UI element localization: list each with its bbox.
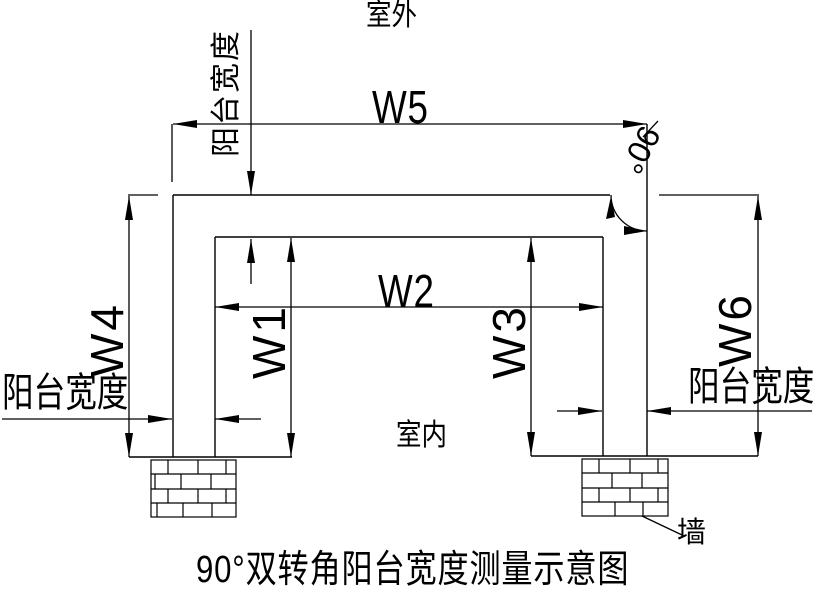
- w6-arrow-top: [754, 196, 762, 220]
- dim-label-w6: W6: [709, 292, 761, 367]
- balcony-outline: [129, 124, 758, 458]
- w4-arrow-top: [125, 196, 133, 220]
- drawing-title: 90°双转角阳台宽度测量示意图: [196, 549, 630, 591]
- w2-arrow-left: [215, 303, 239, 311]
- outdoor-label: 室外: [366, 0, 417, 32]
- dimension-arrows: [125, 120, 762, 457]
- angle-arc-arrow-top: [606, 196, 615, 219]
- w3-arrow-top: [527, 238, 535, 262]
- w1-arrow-bottom: [287, 433, 295, 457]
- balcony-width-label-left: 阳台宽度: [2, 371, 129, 415]
- w5-arrow-right: [623, 120, 647, 128]
- w5-arrow-left: [173, 120, 197, 128]
- angle-dim-arc: [610, 194, 648, 232]
- left-balcony-arrow-a: [148, 415, 172, 423]
- dim-label-w1: W1: [243, 304, 295, 379]
- dim-label-w4: W4: [81, 302, 133, 377]
- balcony-width-label-right: 阳台宽度: [688, 365, 815, 409]
- dim-label-w2: W2: [378, 265, 435, 317]
- right-wall-brick: [581, 458, 669, 517]
- top-balcony-arrow-down: [247, 171, 255, 195]
- w5-oblique-tick: [642, 120, 659, 138]
- right-balcony-arrow-a: [578, 407, 602, 415]
- wall-label: 墙: [677, 517, 707, 549]
- w6-arrow-bottom: [754, 432, 762, 456]
- balcony-width-label-top: 阳台宽度: [210, 29, 243, 157]
- w1-arrow-top: [287, 238, 295, 262]
- dim-label-w5: W5: [372, 81, 429, 133]
- wall-leader-line: [641, 515, 683, 536]
- indoor-label: 室内: [396, 419, 447, 452]
- w3-arrow-bottom: [527, 432, 535, 456]
- left-balcony-arrow-b: [215, 415, 239, 423]
- dim-label-w3: W3: [483, 304, 535, 379]
- w4-arrow-bottom: [125, 433, 133, 457]
- left-wall-brick: [150, 459, 237, 518]
- right-balcony-arrow-b: [647, 407, 671, 415]
- angle-arc-arrow-bottom: [624, 226, 647, 235]
- w2-arrow-right: [579, 303, 603, 311]
- top-balcony-arrow-up: [247, 239, 255, 263]
